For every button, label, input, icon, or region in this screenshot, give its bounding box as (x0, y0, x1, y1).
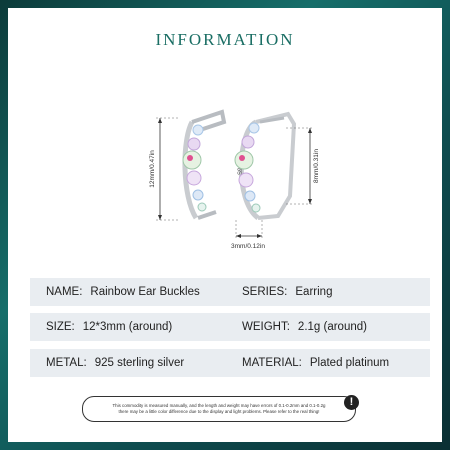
metal-value: 925 sterling silver (94, 357, 185, 369)
size-value: 12*3mm (around) (82, 321, 173, 333)
width-bottom-label: 3mm/0.12in (231, 243, 265, 250)
info-panel: INFORMATION 12mm/0.47in S925 (8, 8, 442, 442)
name-value: Rainbow Ear Buckles (90, 286, 200, 298)
height-right-label: 8mm/0.31in (313, 149, 320, 183)
metal-label: METAL: (46, 357, 87, 369)
left-hoop (182, 120, 199, 220)
spec-row-size: SIZE: 12*3mm (around) WEIGHT: 2.1g (around… (30, 313, 430, 341)
right-stones (234, 122, 261, 213)
series-label: SERIES: (242, 286, 288, 298)
weight-value: 2.1g (around) (297, 321, 367, 333)
material-label: MATERIAL: (242, 357, 302, 369)
earring-illustration: 12mm/0.47in S925 (149, 109, 320, 250)
left-stones (182, 124, 207, 212)
series-value: Earring (295, 286, 333, 298)
exclamation-icon: ! (344, 395, 359, 410)
size-label: SIZE: (46, 321, 75, 333)
weight-label: WEIGHT: (242, 321, 290, 333)
notice-line-1: This commodity is measured manually, and… (112, 403, 326, 408)
spec-row-name: NAME: Rainbow Ear Buckles SERIES: Earring (30, 278, 430, 306)
name-label: NAME: (46, 286, 83, 298)
notice-line-2: there may be a little color difference d… (118, 409, 320, 414)
material-value: Plated platinum (309, 357, 390, 369)
measurement-notice: This commodity is measured manually, and… (82, 396, 356, 422)
height-left-label: 12mm/0.47in (149, 150, 156, 188)
spec-row-metal: METAL: 925 sterling silver MATERIAL: Plate… (30, 349, 430, 377)
page-title: INFORMATION (155, 30, 295, 49)
